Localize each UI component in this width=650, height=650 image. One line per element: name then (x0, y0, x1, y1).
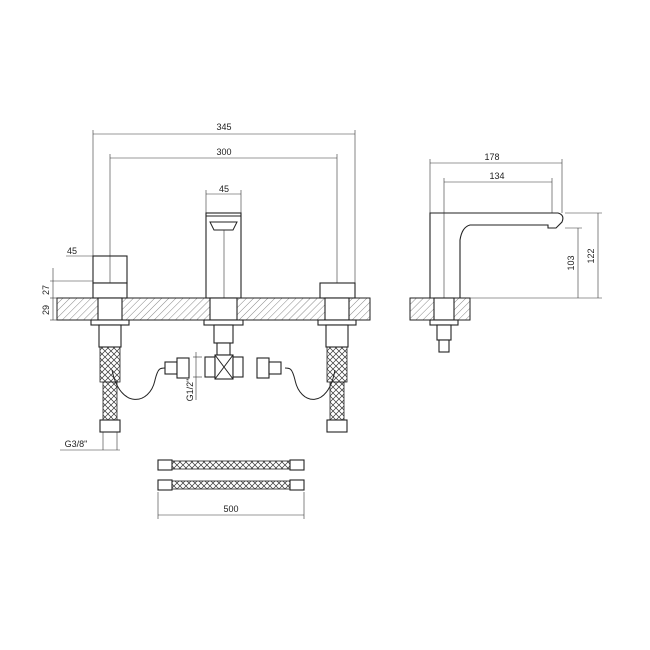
left-handle (90, 255, 130, 450)
right-handle (317, 282, 357, 433)
dimension-label: 134 (489, 171, 504, 181)
left-hose (111, 367, 166, 400)
dimension-label: 345 (216, 122, 231, 132)
side-view: 178 134 103 122 (409, 152, 602, 353)
dimension-spout-width: 45 (205, 184, 242, 213)
spout-profile (429, 212, 564, 299)
right-hose (284, 367, 336, 400)
outlet-thread-label: G3/8" (65, 439, 88, 449)
dimension-label: 45 (219, 184, 229, 194)
dimension-label: 178 (484, 152, 499, 162)
dimension-label: 45 (67, 246, 77, 256)
dimension-label: 300 (216, 147, 231, 157)
spout (203, 212, 244, 356)
dimension-label: 103 (566, 255, 576, 270)
flexible-hoses: 500 (157, 459, 305, 519)
hose-length-label: 500 (223, 504, 238, 514)
dimension-label: 27 (41, 285, 51, 295)
dimension-label: 29 (41, 305, 51, 315)
dimension-overall-width: 345 (92, 122, 356, 284)
dimension-outlet-thread: G3/8" (60, 439, 120, 451)
front-view: 345 300 45 45 27 29 (41, 122, 371, 451)
dimension-handle-width: 45 (66, 246, 127, 257)
inlet-thread-label: G1/2" (185, 379, 195, 402)
dimension-label: 122 (586, 248, 596, 263)
inlet-connectors: G1/2" (164, 352, 282, 402)
